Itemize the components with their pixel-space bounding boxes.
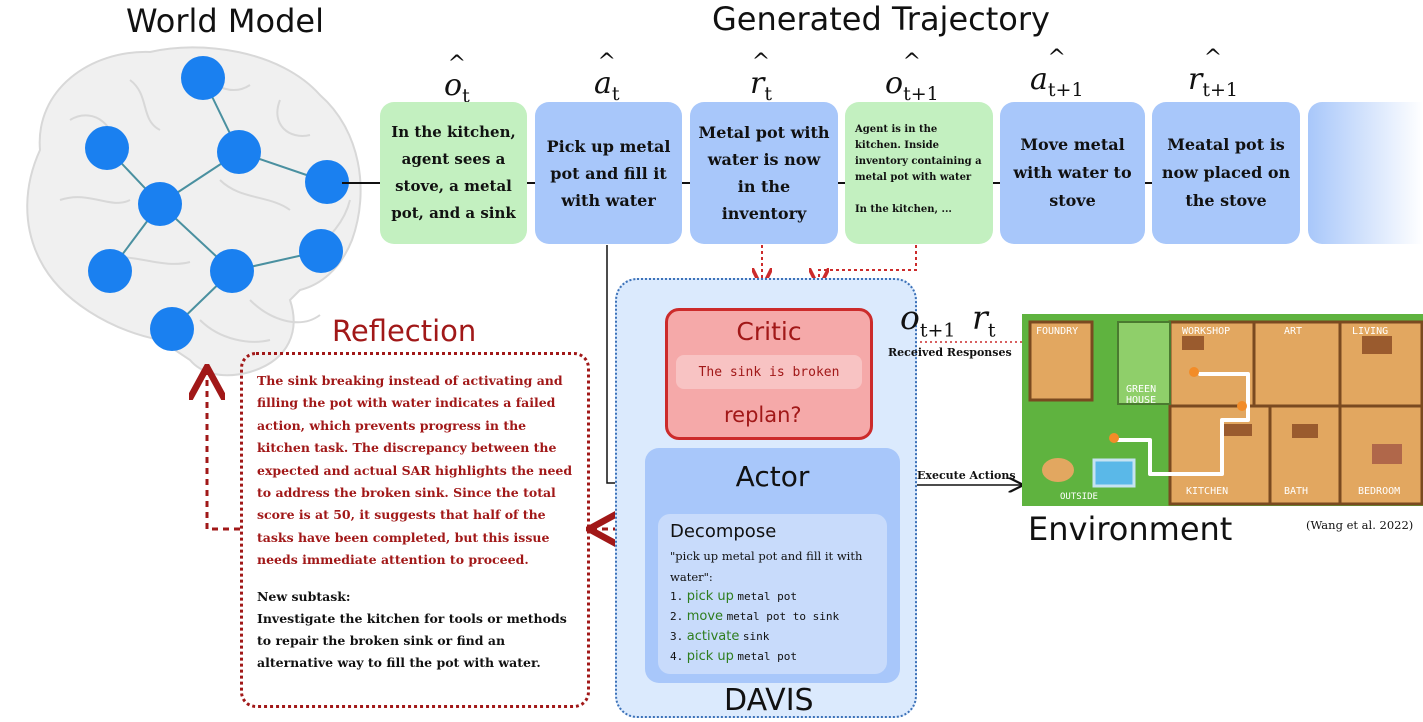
citation: (Wang et al. 2022) [1306,518,1414,532]
graph-node [138,182,182,226]
graph-node [305,160,349,204]
graph-node [88,249,132,293]
room-label-art: ART [1284,326,1303,337]
decompose-step: 4. pick up metal pot [670,649,798,664]
room-label-bedroom: BEDROOM [1358,486,1401,497]
world-model-heading: World Model [126,2,324,40]
agent-sprite [1189,367,1199,377]
obs-to-critic-line [819,245,917,286]
decompose-title: Decompose [670,521,777,542]
decompose-steps: 1. pick up metal pot 2. move metal pot t… [670,587,895,667]
room-label-greenhouse: GREEN HOUSE [1126,384,1157,406]
trajectory-box-observation: In the kitchen, agent sees a stove, a me… [380,102,527,244]
execute-actions-label: Execute Actions [917,469,1016,482]
environment-heading: Environment [1028,510,1233,548]
new-subtask-text: Investigate the kitchen for tools or met… [257,610,567,671]
graph-node [217,130,261,174]
reflection-text: The sink breaking instead of activating … [257,373,573,568]
reflection-to-brain-line [207,370,240,531]
room-label-workshop: WORKSHOP [1182,326,1231,337]
decompose-task: "pick up metal pot and fill it with wate… [670,549,863,584]
reflection-box: The sink breaking instead of activating … [240,352,590,708]
label-r-t1: ^rt+1 [1188,46,1238,101]
room-label-kitchen: KITCHEN [1186,486,1229,497]
trajectory-box-reward: Metal pot with water is now in the inven… [690,102,838,244]
label-a-t1: ^at+1 [1030,46,1084,101]
graph-node [150,307,194,351]
graph-node [210,249,254,293]
responses-symbols: ot+1 rt [900,298,996,342]
room-label-outside: OUTSIDE [1060,492,1098,502]
trajectory-box-next-reward: Meatal pot is now placed on the stove [1152,102,1300,244]
agent-path [1116,372,1250,476]
received-responses-label: Received Responses [888,346,1012,359]
room-label-bath: BATH [1284,486,1309,497]
trajectory-box-faded [1308,102,1423,244]
room-label-foundry: FOUNDRY [1036,326,1079,337]
reflection-heading: Reflection [332,314,477,348]
world-model-graph [26,46,362,377]
label-r-t: ^rt [750,50,772,105]
label-o-t: ^ot [444,52,470,107]
environment-map: FOUNDRY WORKSHOP ART LIVING GREEN HOUSE … [1022,314,1423,506]
label-a-t: ^at [594,50,620,105]
trajectory-box-next-action: Move metal with water to stove [1000,102,1145,244]
actor-box: Actor Decompose "pick up metal pot and f… [645,448,900,683]
graph-node [181,56,225,100]
trajectory-box-next-observation: Agent is in the kitchen. Inside inventor… [845,102,993,244]
trajectory-box-action: Pick up metal pot and fill it with water [535,102,682,244]
generated-trajectory-heading: Generated Trajectory [712,0,1050,38]
decompose-panel: Decompose "pick up metal pot and fill it… [658,514,887,674]
map-layout [1028,320,1423,506]
critic-message: The sink is broken [676,355,862,389]
critic-box: Critic The sink is broken replan? [665,308,873,440]
graph-nodes [85,56,349,351]
actor-title: Actor [735,460,810,493]
critic-title: Critic [736,317,802,346]
graph-node [85,126,129,170]
room-label-living: LIVING [1352,326,1389,337]
new-subtask-label: New subtask: [257,588,351,604]
davis-label: DAVIS [724,683,814,718]
label-o-t1: ^ot+1 [885,50,939,105]
graph-node [299,229,343,273]
agent-sprite [1237,401,1247,411]
decompose-step: 1. pick up metal pot [670,589,798,604]
decompose-step: 3. activate sink [670,629,770,644]
decompose-step: 2. move metal pot to sink [670,609,840,624]
critic-replan: replan? [724,403,802,427]
agent-sprite [1109,433,1119,443]
